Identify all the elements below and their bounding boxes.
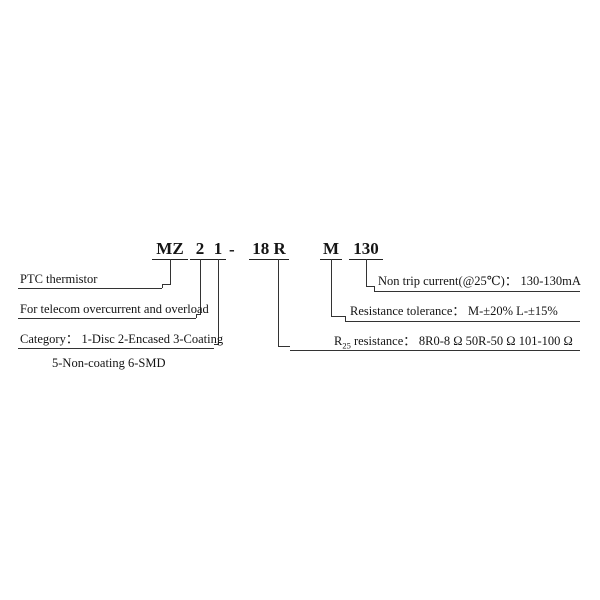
label-rule-r25: [290, 350, 580, 351]
code-segment-tolerance: M: [322, 239, 340, 258]
label-category: Category： 1-Disc 2-Encased 3-Coating: [20, 332, 224, 346]
code-rule-resistance: [249, 259, 289, 260]
code-tick-nontrip: [366, 259, 367, 266]
code-segment-mz: MZ: [156, 239, 184, 258]
leader-horizontal-r25: [278, 346, 290, 347]
leader-vertical-nontrip-2: [374, 286, 375, 291]
leader-vertical-ptc: [170, 266, 171, 284]
leader-vertical-r25: [278, 266, 279, 346]
leader-horizontal-telecom: [196, 314, 201, 315]
leader-horizontal-nontrip: [366, 286, 374, 287]
label-ptc-thermistor: PTC thermistor: [20, 272, 98, 286]
label-telecom-application: For telecom overcurrent and overload: [20, 302, 209, 316]
leader-vertical-tolerance-2: [345, 316, 346, 321]
leader-horizontal-category: [214, 344, 219, 345]
leader-vertical-nontrip: [366, 266, 367, 286]
label-non-trip-current: Non trip current(@25℃)： 130-130mA: [378, 274, 581, 288]
label-rule-ptc: [18, 288, 162, 289]
leader-vertical-ptc-2: [162, 284, 163, 288]
code-tick-resistance: [278, 259, 279, 266]
code-separator-dash: -: [229, 240, 235, 259]
label-category-continued: 5-Non-coating 6-SMD: [52, 356, 166, 370]
leader-horizontal-ptc: [162, 284, 171, 285]
label-rule-telecom: [18, 318, 196, 319]
leader-horizontal-tolerance: [331, 316, 345, 317]
label-rule-nontrip: [374, 291, 580, 292]
leader-vertical-telecom-2: [196, 314, 197, 318]
code-tick-mz: [170, 259, 171, 266]
leader-vertical-telecom: [200, 266, 201, 314]
label-rule-tolerance: [345, 321, 580, 322]
code-tick-type: [218, 259, 219, 266]
label-resistance-tolerance: Resistance tolerance： M-±20% L-±15%: [350, 304, 558, 318]
code-segment-category: 2: [195, 239, 205, 258]
label-rule-category: [18, 348, 214, 349]
code-tick-category: [200, 259, 201, 266]
r25-subscript: 25: [342, 340, 351, 351]
leader-vertical-tolerance: [331, 266, 332, 316]
code-tick-tolerance: [331, 259, 332, 266]
r25-prefix: R: [334, 334, 343, 348]
r25-values: resistance： 8R0-8 Ω 50R-50 Ω 101-100 Ω: [350, 334, 573, 348]
code-segment-resistance: 18 R: [252, 239, 286, 258]
label-r25-resistance: R25 resistance： 8R0-8 Ω 50R-50 Ω 101-100…: [334, 334, 573, 354]
code-segment-type: 1: [213, 239, 223, 258]
leader-vertical-category: [218, 266, 219, 344]
code-segment-nontrip: 130: [353, 239, 379, 258]
